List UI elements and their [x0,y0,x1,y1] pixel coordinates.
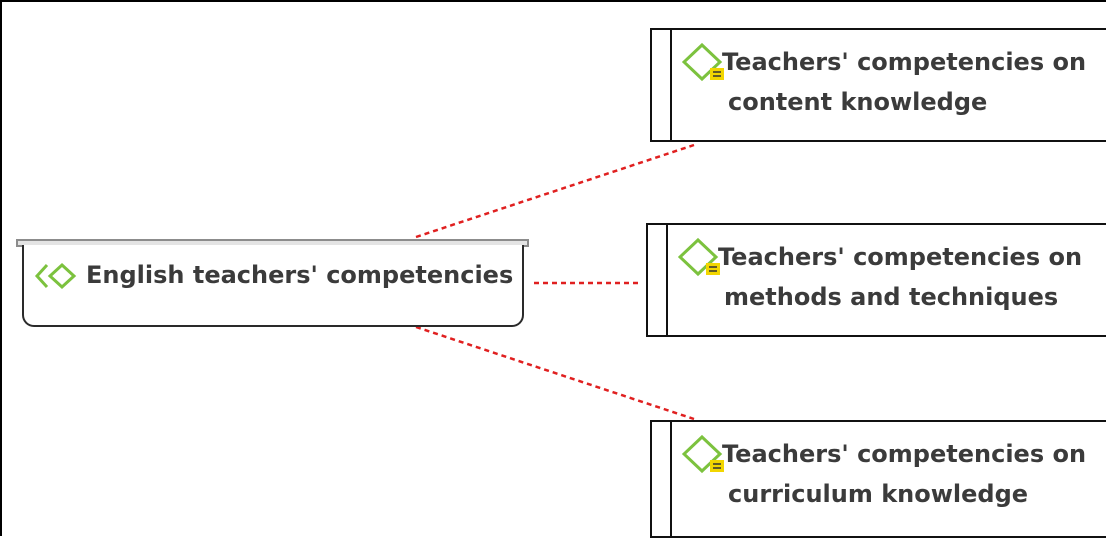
node-side-bar [648,225,668,335]
code-with-memo-icon [682,434,724,474]
child-node-label: Teachers' competencies on curriculum kno… [722,434,1106,514]
child-label-line2: content knowledge [728,88,988,116]
code-with-memo-icon [682,42,724,82]
link-line-curriculum [415,325,695,421]
root-node-label: English teachers' competencies [86,261,514,289]
child-node-label: Teachers' competencies on methods and te… [718,237,1106,317]
child-label-line1: Teachers' competencies on [722,48,1087,76]
child-node-content-knowledge[interactable]: Teachers' competencies on content knowle… [650,28,1106,142]
child-label-line1: Teachers' competencies on [722,440,1087,468]
code-group-icon [34,262,77,290]
link-line-content [415,143,695,239]
node-side-bar [652,422,672,536]
child-label-line2: methods and techniques [724,283,1059,311]
code-with-memo-icon [678,237,720,277]
child-node-curriculum-knowledge[interactable]: Teachers' competencies on curriculum kno… [650,420,1106,538]
child-label-line1: Teachers' competencies on [718,243,1083,271]
child-node-methods-techniques[interactable]: Teachers' competencies on methods and te… [646,223,1106,337]
node-side-bar [652,30,672,140]
root-node[interactable]: English teachers' competencies [22,245,524,327]
child-node-label: Teachers' competencies on content knowle… [722,42,1106,122]
child-label-line2: curriculum knowledge [728,480,1029,508]
